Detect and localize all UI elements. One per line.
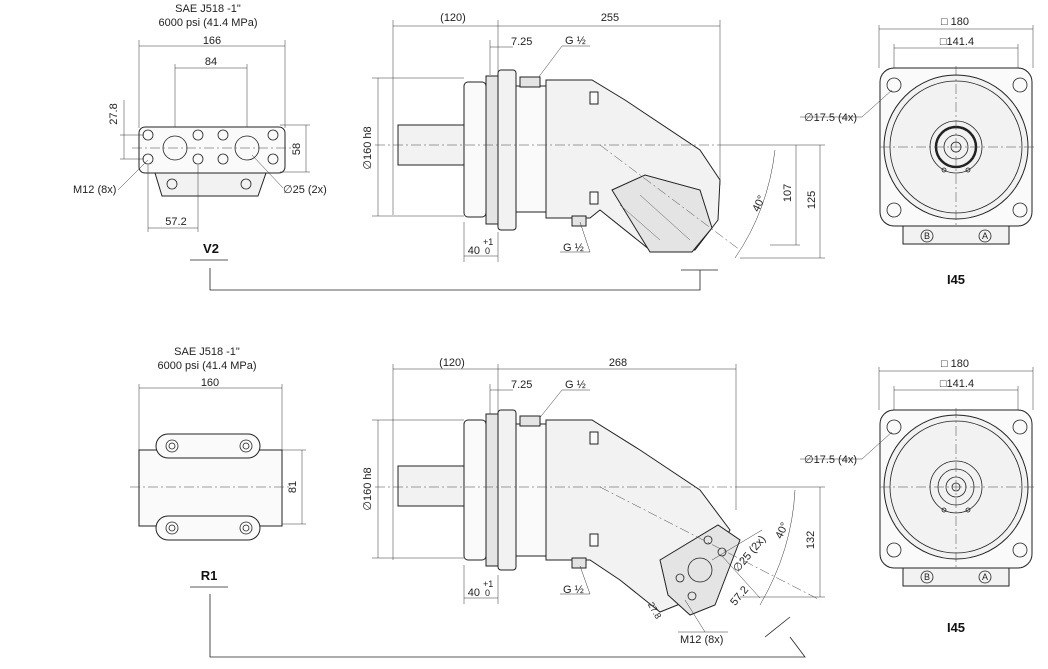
bottom-dim-d160: ∅160 h8 (362, 467, 374, 510)
top-dim-125: 125 (806, 191, 818, 209)
bottom-mount-flange (497, 409, 517, 571)
bottom-end-bolt-holes (886, 419, 1028, 558)
top-port-b: B (924, 231, 930, 241)
top-dim-d17-5: ∅17.5 (4x) (804, 112, 857, 124)
bottom-view-connector (209, 594, 806, 658)
bottom-port-spec-line1: SAE J518 -1" (174, 346, 240, 358)
top-dim-107: 107 (782, 184, 794, 202)
top-dim-40deg: 40° (750, 194, 768, 214)
bottom-port-bolt-holes (165, 439, 253, 535)
bottom-dim-tol-plus: +1 (483, 579, 493, 589)
top-end-port-block (902, 225, 1010, 245)
top-end-bolt-holes (886, 77, 1028, 218)
top-flange-plate (485, 75, 499, 225)
top-port-bolt-holes (142, 129, 279, 165)
top-port-view: SAE J518 -1" 6000 psi (41.4 MPa) 166 84 … (73, 3, 718, 291)
top-dim-166: 166 (203, 35, 221, 47)
bottom-dim-120: (120) (439, 357, 465, 369)
top-dim-7-25: 7.25 (511, 36, 532, 48)
top-dim-120: (120) (440, 12, 466, 24)
bottom-port-body (138, 449, 283, 527)
bottom-view-label: R1 (201, 568, 218, 583)
bottom-dim-d17-5: ∅17.5 (4x) (804, 454, 857, 466)
bottom-gauge-port (519, 415, 541, 427)
top-bearing-housing (515, 85, 547, 213)
bottom-dim-81: 81 (287, 481, 299, 493)
top-dim-84: 84 (205, 56, 217, 68)
bottom-port-view: SAE J518 -1" 6000 psi (41.4 MPa) 160 81 … (130, 346, 806, 658)
bottom-dim-57-2: 57.2 (728, 584, 751, 608)
top-pilot (463, 81, 487, 218)
bottom-dim-40deg: 40° (773, 521, 791, 541)
bottom-port-spec-line2: 6000 psi (41.4 MPa) (157, 360, 256, 372)
top-dim-255: 255 (601, 12, 619, 24)
bottom-end-port-block (902, 567, 1010, 587)
top-end-label: I45 (947, 272, 965, 287)
top-dim-40: 40 (468, 245, 480, 257)
bottom-pilot (463, 419, 487, 561)
top-dim-tol-zero: 0 (485, 246, 490, 256)
bottom-dim-g-half-bottom: G ½ (563, 584, 584, 596)
top-dim-d25: ∅25 (2x) (283, 184, 327, 196)
bottom-bearing-housing (515, 423, 547, 557)
bottom-dim-tol-zero: 0 (485, 588, 490, 598)
top-dim-g-half-bottom: G ½ (563, 242, 584, 254)
top-dim-sq141: □141.4 (940, 36, 974, 48)
bottom-dim-268: 268 (609, 357, 627, 369)
bottom-dim-sq180: □ 180 (941, 358, 969, 370)
bottom-dim-7-25: 7.25 (511, 379, 532, 391)
top-dim-g-half-top: G ½ (565, 35, 586, 47)
top-dim-d160: ∅160 h8 (362, 126, 374, 169)
top-mount-flange (497, 69, 517, 231)
bottom-dim-sq141: □141.4 (940, 378, 974, 390)
bottom-dim-g-half-top: G ½ (565, 379, 586, 391)
top-dim-27-8: 27.8 (108, 103, 120, 124)
bottom-port-a: A (982, 572, 988, 582)
bottom-end-view: □ 180 □141.4 B A ∅17.5 (4x) I45 (800, 358, 1034, 635)
top-port-spec-line2: 6000 psi (41.4 MPa) (158, 17, 257, 29)
top-dim-57-2: 57.2 (165, 216, 186, 228)
top-port-flange (138, 126, 286, 174)
top-dim-tol-plus: +1 (483, 237, 493, 247)
top-port-foot (154, 172, 267, 197)
top-dim-58: 58 (291, 143, 303, 155)
bottom-flange-plate (485, 413, 499, 567)
top-dim-sq180: □ 180 (941, 16, 969, 28)
bottom-dim-160: 160 (201, 377, 219, 389)
top-view-connector (209, 268, 701, 291)
top-view-label: V2 (203, 241, 219, 256)
bottom-shaft (397, 465, 465, 507)
bottom-port-flange-top (155, 433, 261, 459)
bottom-side-view: (120) 268 7.25 G ½ ∅160 h8 40 +1 0 (362, 357, 825, 646)
top-side-view: (120) 255 7.25 G ½ ∅160 h8 (362, 12, 825, 262)
bottom-end-label: I45 (947, 620, 965, 635)
bottom-dim-40: 40 (468, 587, 480, 599)
top-port-a: A (982, 231, 988, 241)
top-port-spec-line1: SAE J518 -1" (175, 3, 241, 15)
bottom-dim-m12: M12 (8x) (680, 634, 723, 646)
top-gauge-port (519, 76, 541, 88)
top-dim-m12: M12 (8x) (73, 184, 116, 196)
bottom-port-b: B (924, 572, 930, 582)
bottom-port-plate (659, 524, 741, 616)
bottom-dim-132: 132 (805, 531, 817, 549)
top-end-view: □ 180 □141.4 B A ∅17.5 (4x) I45 (800, 16, 1034, 287)
top-port-plate (611, 174, 713, 253)
bottom-port-flange-bottom (155, 515, 261, 541)
